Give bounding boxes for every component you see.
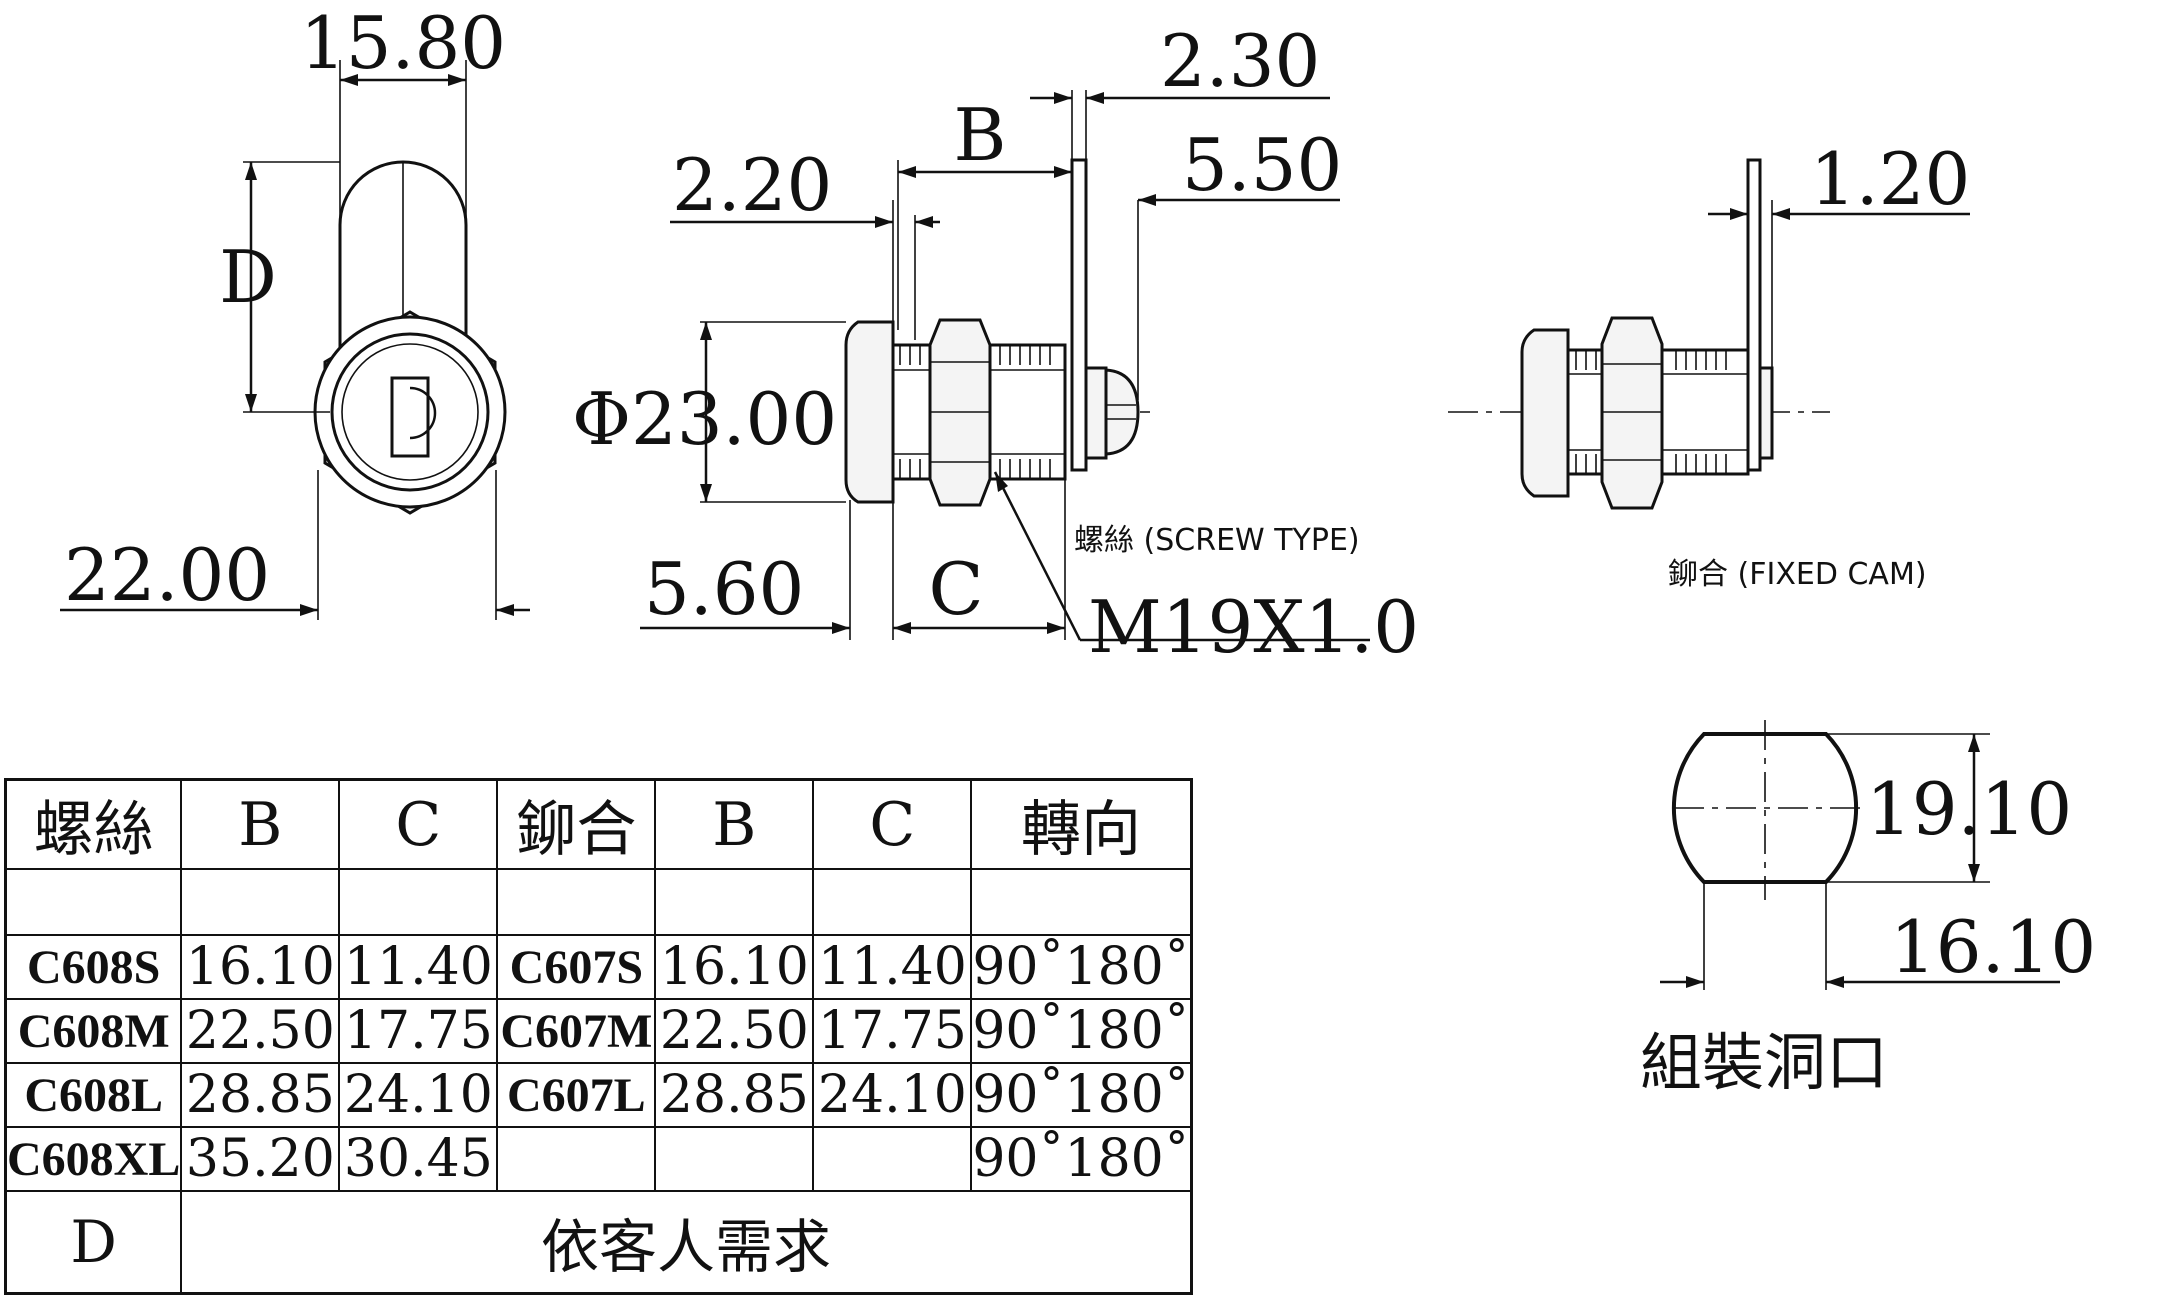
fixed-dim-cam-thickness: 1.20 [1810, 137, 1970, 221]
table-blank-row [4, 868, 1193, 936]
table-cell: 11.40 [338, 934, 499, 1000]
front-dim-d: D [219, 235, 277, 319]
table-header: B [654, 778, 815, 870]
table-cell: 28.85 [654, 1062, 815, 1128]
cutout-label: 組裝洞口 [1640, 1026, 1888, 1099]
technical-drawing: 15.80 D 22.00 [60, 1, 2096, 1099]
table-header: 轉向 [970, 778, 1193, 870]
table-row: C608XL 35.20 30.45 90˚180˚ [4, 1126, 1193, 1192]
screw-dim-c: C [928, 547, 983, 631]
table-d-row: D 依客人需求 [4, 1190, 1193, 1295]
screw-dim-thread: M19X1.0 [1088, 585, 1419, 669]
screw-dim-head: 5.60 [644, 547, 804, 631]
table-cell: 16.10 [180, 934, 341, 1000]
table-cell: 90˚180˚ [970, 934, 1193, 1000]
fixed-cam [1746, 158, 1762, 472]
table-d-label: D [4, 1190, 183, 1295]
screw-dim-cam-thickness: 2.30 [1160, 19, 1320, 103]
table-cell: C608XL [4, 1126, 183, 1192]
table-cell: C607S [496, 934, 657, 1000]
spec-table: 螺絲 B C 鉚合 B C 轉向 C608S 16.10 11.40 C607S… [4, 778, 1193, 1295]
screw-dim-diameter: Φ23.00 [572, 377, 837, 461]
table-cell: 16.10 [654, 934, 815, 1000]
front-keyway [390, 376, 430, 458]
screw-dim-lip: 2.20 [672, 143, 832, 227]
table-d-note: 依客人需求 [180, 1190, 1193, 1295]
fixed-cam-view: 1.20 鉚合 (FIXED CAM) [1448, 137, 1970, 592]
table-header: C [338, 778, 499, 870]
table-row: C608M 22.50 17.75 C607M 22.50 17.75 90˚1… [4, 998, 1193, 1064]
table-cell [496, 1126, 657, 1192]
table-cell: 22.50 [180, 998, 341, 1064]
screw-dim-cam-offset: 5.50 [1182, 123, 1342, 207]
screw-type-label: 螺絲 (SCREW TYPE) [1074, 523, 1360, 558]
table-cell: 17.75 [812, 998, 973, 1064]
screw-head [844, 320, 895, 504]
table-cell: C607M [496, 998, 657, 1064]
table-header: B [180, 778, 341, 870]
fixed-head [1520, 328, 1570, 498]
table-row: C608L 28.85 24.10 C607L 28.85 24.10 90˚1… [4, 1062, 1193, 1128]
screw-type-view: 2.30 B 5.50 2.20 Φ23.00 5.60 [572, 19, 1419, 669]
table-cell: C608L [4, 1062, 183, 1128]
table-cell [654, 1126, 815, 1192]
table-cell: 24.10 [338, 1062, 499, 1128]
table-header: 螺絲 [4, 778, 183, 870]
cutout-dim-width: 16.10 [1890, 905, 2096, 989]
table-cell: 24.10 [812, 1062, 973, 1128]
table-cell: 30.45 [338, 1126, 499, 1192]
mounting-cutout: 19.10 16.10 組裝洞口 [1640, 720, 2096, 1099]
table-cell: 22.50 [654, 998, 815, 1064]
fixed-hex-nut [1600, 316, 1664, 510]
table-header: C [812, 778, 973, 870]
table-cell: C607L [496, 1062, 657, 1128]
front-dim-top: 15.80 [300, 1, 506, 85]
screw-bolt [1104, 368, 1140, 456]
front-dim-width: 22.00 [64, 533, 270, 617]
table-row: C608S 16.10 11.40 C607S 16.10 11.40 90˚1… [4, 934, 1193, 1000]
cutout-dim-height: 19.10 [1866, 767, 2072, 851]
table-cell: 90˚180˚ [970, 1126, 1193, 1192]
table-cell: 17.75 [338, 998, 499, 1064]
screw-cam [1070, 158, 1088, 472]
table-header-row: 螺絲 B C 鉚合 B C 轉向 [4, 778, 1193, 870]
table-cell: 90˚180˚ [970, 998, 1193, 1064]
table-cell [812, 1126, 973, 1192]
front-view: 15.80 D 22.00 [60, 1, 530, 620]
table-cell: 90˚180˚ [970, 1062, 1193, 1128]
screw-dim-b: B [954, 93, 1007, 177]
fixed-cam-label: 鉚合 (FIXED CAM) [1668, 557, 1927, 592]
table-cell: 11.40 [812, 934, 973, 1000]
table-cell: C608S [4, 934, 183, 1000]
table-header: 鉚合 [496, 778, 657, 870]
table-cell: 28.85 [180, 1062, 341, 1128]
table-cell: 35.20 [180, 1126, 341, 1192]
table-cell: C608M [4, 998, 183, 1064]
